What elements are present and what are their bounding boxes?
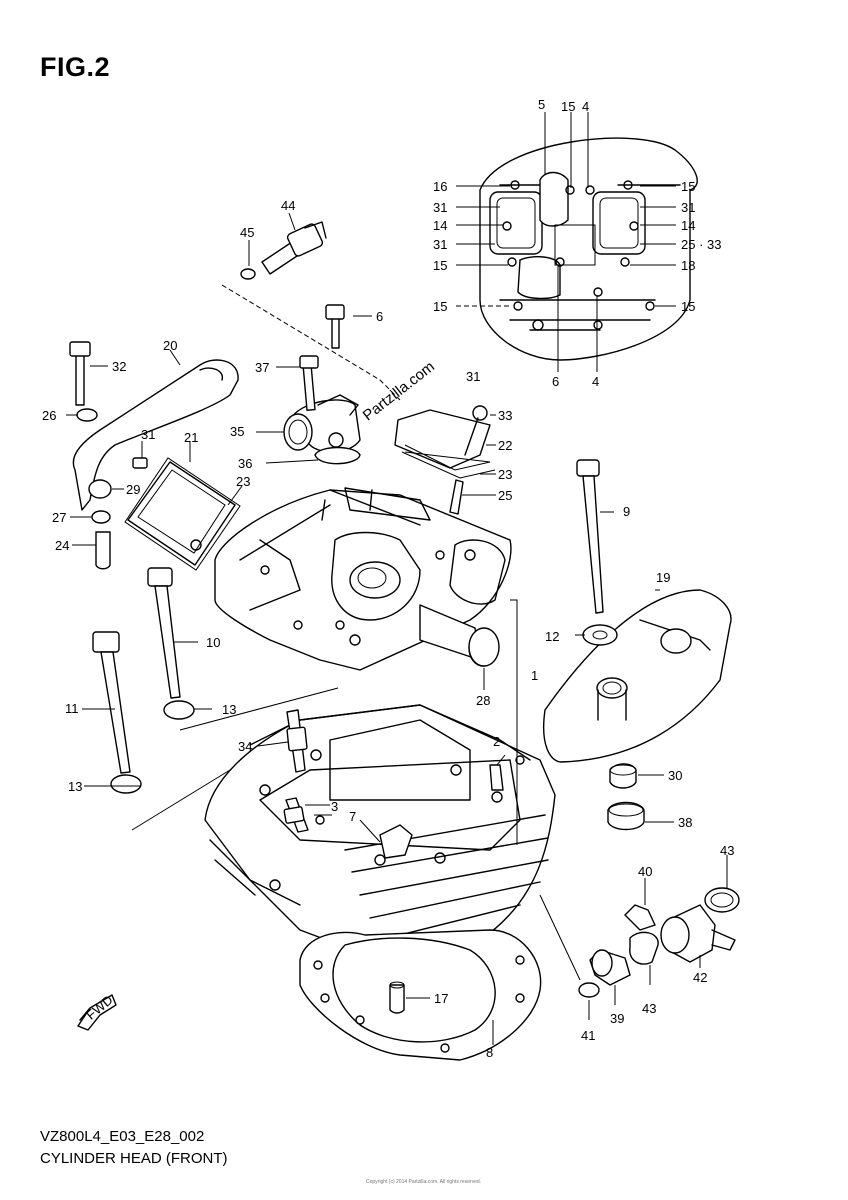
copyright-notice: Copyright (c) 2014 Partzilla.com. All ri…: [366, 1179, 482, 1185]
callout: 41: [581, 1028, 595, 1043]
callout: 42: [693, 970, 707, 985]
callout: 20: [163, 338, 177, 353]
callout: 29: [126, 482, 140, 497]
callout: 27: [52, 510, 66, 525]
callout: 44: [281, 198, 295, 213]
callout: 4: [582, 99, 589, 114]
intake-pipe-parts: [539, 855, 740, 1020]
front-direction-arrow-icon: FWD: [77, 992, 117, 1031]
callout: 43: [720, 843, 734, 858]
side-cover-right: [543, 589, 732, 763]
callout: 21: [184, 430, 198, 445]
callout: 15: [681, 179, 695, 194]
callout: 24: [55, 538, 69, 553]
callout: 31: [433, 237, 447, 252]
callout: 14: [433, 218, 447, 233]
callout: 16: [433, 179, 447, 194]
callout: 34: [238, 739, 252, 754]
callout: 43: [642, 1001, 656, 1016]
callout: 23: [498, 467, 512, 482]
head-cover-left: [124, 442, 243, 571]
callout: 22: [498, 438, 512, 453]
callout: 25 · 33: [681, 237, 721, 252]
figure-title: FIG.2: [40, 52, 111, 82]
callout: 1: [531, 668, 538, 683]
callout: 15: [433, 258, 447, 273]
sensor-and-washer: [240, 212, 327, 280]
callout: 4: [592, 374, 599, 389]
callout: 17: [434, 991, 448, 1006]
callout: 39: [610, 1011, 624, 1026]
callout: 38: [678, 815, 692, 830]
head-bolts: [82, 459, 618, 831]
callout: 15: [433, 299, 447, 314]
callout: 9: [623, 504, 630, 519]
cylinder-head-gasket: [299, 929, 542, 1061]
model-code: VZ800L4_E03_E28_002: [40, 1128, 205, 1145]
callout: 3: [331, 799, 338, 814]
side-cover-group: [66, 341, 239, 570]
callout: 26: [42, 408, 56, 423]
callout: 31: [466, 369, 480, 384]
callout: 35: [230, 424, 244, 439]
callout: 31: [433, 200, 447, 215]
grommets: [607, 763, 674, 831]
callout: 40: [638, 864, 652, 879]
callout: 2: [493, 734, 500, 749]
callout: 28: [476, 693, 490, 708]
callout: 15: [561, 99, 575, 114]
callout: 32: [112, 359, 126, 374]
cap-plug: [468, 627, 500, 667]
callout: 45: [240, 225, 254, 240]
figure-caption: CYLINDER HEAD (FRONT): [40, 1150, 228, 1167]
callout-labels: 5 15 4 16 15 31 31 14 14 31 25 · 33 15 1…: [42, 97, 734, 1060]
callout: 8: [486, 1045, 493, 1060]
callout: 30: [668, 768, 682, 783]
callout: 31: [141, 427, 155, 442]
callout: 15: [681, 299, 695, 314]
callout: 11: [65, 701, 79, 716]
cylinder-head-upper: [214, 487, 518, 720]
callout: 36: [238, 456, 252, 471]
cylinder-head-main: [204, 704, 556, 961]
callout: 23: [236, 474, 250, 489]
callout: 6: [552, 374, 559, 389]
spark-plugs: [257, 709, 330, 833]
callout: 12: [545, 629, 559, 644]
cylinder-head-top-view-inset: [456, 112, 698, 372]
callout: 7: [349, 809, 356, 824]
callout: 19: [656, 570, 670, 585]
callout: 5: [538, 97, 545, 112]
callout: 33: [498, 408, 512, 423]
callout: 37: [255, 360, 269, 375]
callout: 13: [68, 779, 82, 794]
callout: 18: [681, 258, 695, 273]
callout: 14: [681, 218, 695, 233]
callout: 10: [206, 635, 220, 650]
callout: 13: [222, 702, 236, 717]
callout: 25: [498, 488, 512, 503]
head-cover-right: [394, 405, 496, 515]
callout: 6: [376, 309, 383, 324]
water-outlet-assembly: [221, 284, 401, 465]
callout: 31: [681, 200, 695, 215]
